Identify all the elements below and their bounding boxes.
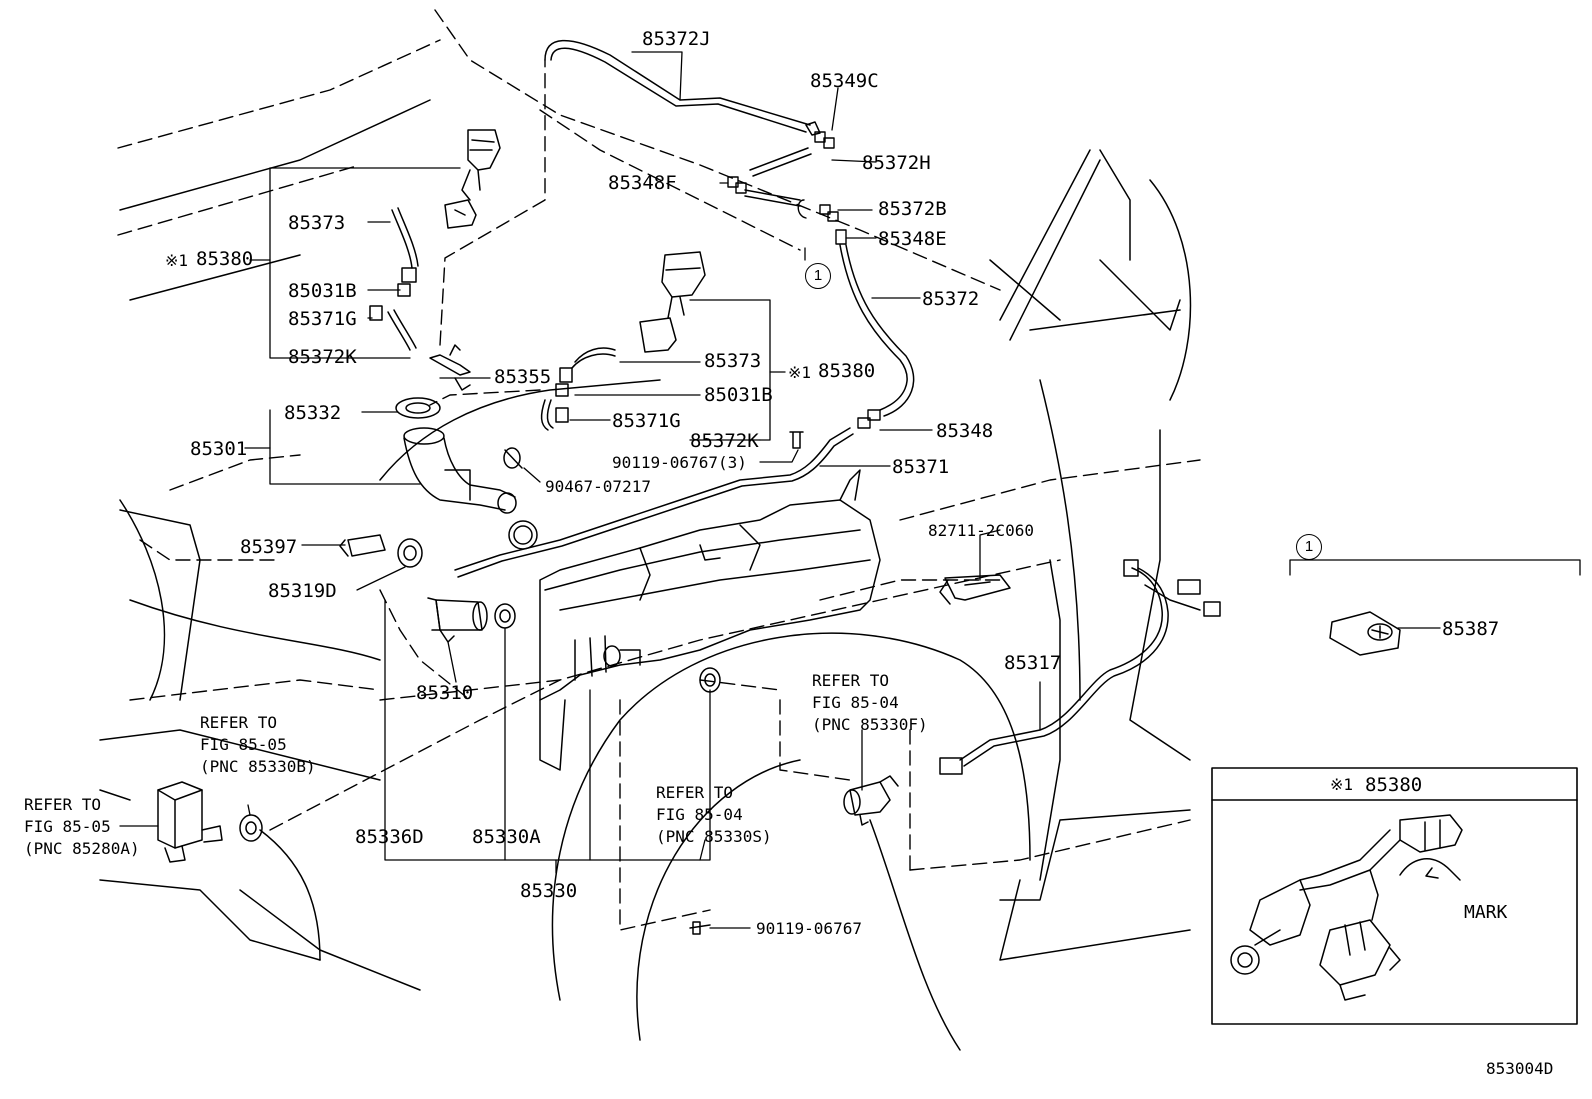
inset-circle-1: 1	[1296, 534, 1322, 560]
label-85319D: 85319D	[268, 580, 337, 602]
note-refer-85330B: REFER TO FIG 85-05 (PNC 85330B)	[200, 713, 316, 776]
label-85031B-upper: 85031B	[288, 280, 357, 302]
hose-85372H	[749, 147, 812, 177]
hose-85372	[839, 244, 915, 417]
label-85332: 85332	[284, 402, 342, 424]
clip-90467	[503, 447, 523, 469]
label-85336D: 85336D	[355, 826, 424, 848]
label-85349C: 85349C	[810, 70, 879, 92]
label-85372: 85372	[922, 288, 980, 310]
label-85372K-upper: 85372K	[288, 346, 357, 368]
nozzle-assembly-middle	[540, 251, 706, 431]
pump-85330F	[843, 775, 899, 826]
reservoir-tank	[539, 469, 881, 771]
pump-85310	[427, 597, 488, 643]
inset-title-symbol: ※1	[1330, 775, 1354, 794]
label-85310: 85310	[416, 682, 474, 704]
note-refer-85330F: REFER TO FIG 85-04 (PNC 85330F)	[812, 671, 928, 734]
label-85348F: 85348F	[608, 172, 677, 194]
label-82711-2C060: 82711-2C060	[928, 521, 1034, 540]
label-85371G-upper: 85371G	[288, 308, 357, 330]
part-85387	[1329, 611, 1401, 656]
label-85397: 85397	[240, 536, 298, 558]
label-85301: 85301	[190, 438, 248, 460]
label-85387: 85387	[1442, 618, 1500, 640]
harness-85317	[939, 559, 1221, 775]
note-refer-85280A: REFER TO FIG 85-05 (PNC 85280A)	[24, 795, 140, 858]
label-90467-07217: 90467-07217	[545, 477, 651, 496]
hose-85371	[454, 427, 854, 578]
mark-symbol-upper: ※1	[165, 251, 189, 270]
label-85372J: 85372J	[642, 28, 711, 50]
label-85348: 85348	[936, 420, 994, 442]
hose-85372B	[744, 189, 801, 207]
inset-title-pnc: 85380	[1365, 774, 1423, 796]
label-85372H: 85372H	[862, 152, 931, 174]
nozzle-assembly-upper	[369, 129, 501, 391]
label-85373-upper: 85373	[288, 212, 346, 234]
inset-mark-label: MARK	[1464, 902, 1508, 923]
leader-lines	[119, 51, 1581, 929]
diagram-id: 853004D	[1486, 1059, 1554, 1078]
label-85330: 85330	[520, 880, 578, 902]
inset-nozzle-drawing	[1230, 814, 1463, 1001]
label-85371G-middle: 85371G	[612, 410, 681, 432]
small-parts	[239, 431, 804, 935]
label-85372K-middle: 85372K	[690, 430, 759, 452]
label-85317: 85317	[1004, 652, 1062, 674]
label-85330A: 85330A	[472, 826, 541, 848]
label-90119-06767: 90119-06767	[756, 919, 862, 938]
tank-inlet	[395, 397, 517, 514]
label-85373-middle: 85373	[704, 350, 762, 372]
label-90119-06767-3: 90119-06767(3)	[612, 453, 747, 472]
body-outline-dashed	[117, 9, 1201, 931]
inset-box	[1211, 767, 1578, 1025]
label-85355: 85355	[494, 366, 552, 388]
note-refer-85330S: REFER TO FIG 85-04 (PNC 85330S)	[656, 783, 772, 846]
callout-circle-1: 1	[805, 263, 831, 289]
label-85371: 85371	[892, 456, 950, 478]
pump-85280A	[157, 781, 223, 863]
label-85348E: 85348E	[878, 228, 947, 250]
hose-85372J	[544, 39, 821, 136]
bracket-82711	[939, 574, 1011, 605]
body-outline-solid	[99, 99, 1192, 1051]
label-85031B-middle: 85031B	[704, 384, 773, 406]
label-85372B: 85372B	[878, 198, 947, 220]
label-85380-middle: 85380	[818, 360, 876, 382]
label-85380-upper: 85380	[196, 248, 254, 270]
mark-symbol-middle: ※1	[788, 363, 812, 382]
connectors	[727, 131, 881, 429]
